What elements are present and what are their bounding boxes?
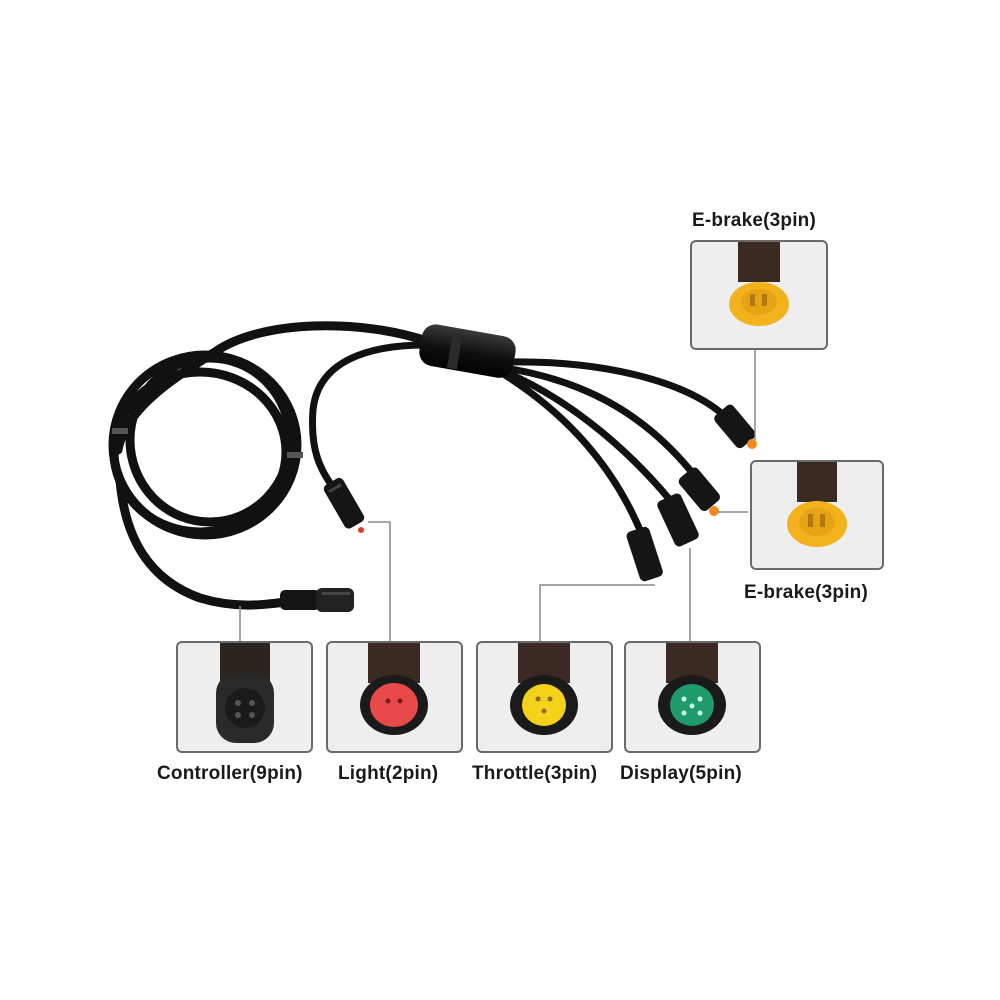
ebrake-right-plug <box>678 467 721 511</box>
connector-plug-icon <box>787 462 847 547</box>
ebrake-top-inset <box>690 240 828 350</box>
light-plug <box>323 477 365 529</box>
light-inset <box>326 641 463 753</box>
controller-inset <box>176 641 313 753</box>
display-plug <box>657 493 699 547</box>
ebrake-top-label: E-brake(3pin) <box>692 210 817 231</box>
throttle-inset <box>476 641 613 753</box>
controller-plug <box>280 588 354 612</box>
throttle-label: Throttle(3pin) <box>472 763 598 784</box>
light-tip <box>358 527 364 533</box>
ebrake-right-tip <box>709 506 719 516</box>
display-branch-cable <box>501 368 674 504</box>
controller-label: Controller(9pin) <box>157 763 303 784</box>
connector-plug-icon <box>729 242 789 326</box>
cable-tie <box>287 452 303 458</box>
ebrake-right-inset <box>750 460 884 570</box>
connector-plug-icon <box>510 643 578 735</box>
connector-plug-icon <box>658 643 726 735</box>
ebrake-top-tip <box>747 439 757 449</box>
leader-lines <box>239 350 756 642</box>
throttle-plug <box>626 526 663 582</box>
display-label: Display(5pin) <box>620 763 742 784</box>
connector-plug-icon <box>360 643 428 735</box>
ebrake-top-branch-cable <box>501 358 724 416</box>
display-inset <box>624 641 761 753</box>
light-branch-cable <box>308 341 429 494</box>
ebrake-right-branch-cable <box>501 364 694 474</box>
throttle-branch-cable <box>501 371 644 534</box>
cable-tie <box>112 428 128 434</box>
connector-plug-icon <box>216 643 274 743</box>
ebrake-right-label: E-brake(3pin) <box>744 582 869 603</box>
y-splitter <box>419 324 516 378</box>
ebrake-top-plug <box>714 404 756 449</box>
cable-coil <box>108 321 435 610</box>
light-label: Light(2pin) <box>338 763 439 784</box>
